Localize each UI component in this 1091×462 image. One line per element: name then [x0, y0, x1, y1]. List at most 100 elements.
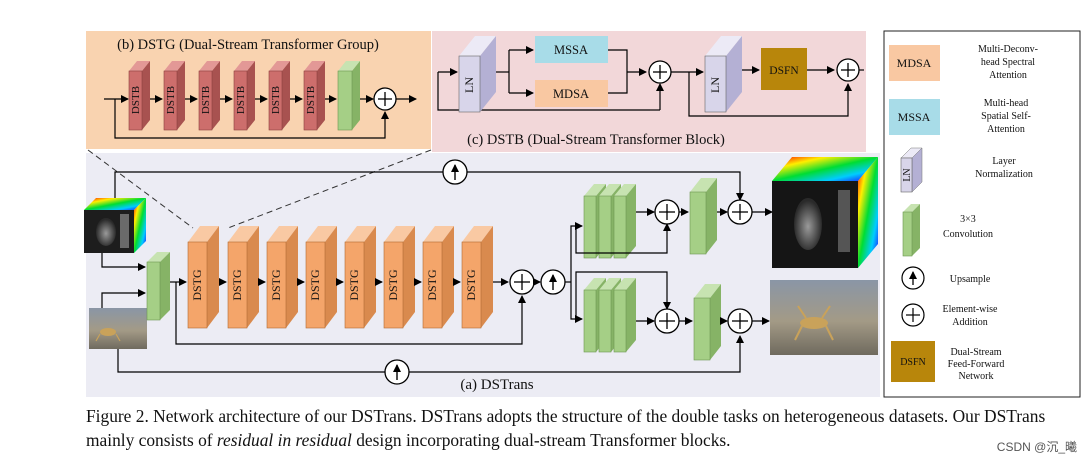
legend-conv: 3×3 Convolution	[902, 204, 993, 257]
dstg-block: DSTG	[344, 226, 376, 329]
rgb-output-image	[770, 280, 878, 355]
add-node	[727, 199, 753, 225]
svg-text:Convolution: Convolution	[943, 229, 993, 240]
dstrans-main: DSTG DSTG DSTG DSTG DSTG	[84, 157, 878, 393]
dstg-block: DSTG	[187, 226, 219, 329]
add-node	[373, 87, 397, 111]
zoom-guide	[87, 149, 194, 229]
svg-text:Addition: Addition	[952, 317, 988, 328]
dstg-block: DSTG	[305, 226, 337, 329]
zoom-guide	[227, 149, 432, 229]
svg-text:LN: LN	[462, 77, 476, 93]
dsfn-block	[761, 48, 807, 90]
legend: MDSA Multi-Deconv- head Spectral Attenti…	[889, 44, 1038, 382]
dstg-block: DSTG	[227, 226, 259, 329]
dstb-panel-title: (c) DSTB (Dual-Stream Transformer Block)	[467, 132, 725, 148]
dstb-block: DSTB	[303, 61, 325, 131]
conv-block	[693, 284, 721, 361]
svg-text:MDSA: MDSA	[553, 87, 589, 101]
dstb-detail: LN MSSA MDSA LN DSFN	[437, 36, 864, 148]
svg-text:DSFN: DSFN	[900, 357, 926, 368]
svg-text:DSTG: DSTG	[190, 269, 204, 301]
svg-text:3×3: 3×3	[960, 214, 976, 225]
svg-text:DSTG: DSTG	[425, 269, 439, 301]
svg-text:DSTG: DSTG	[464, 269, 478, 301]
mdsa-block	[535, 80, 608, 107]
dstg-block: DSTG	[383, 226, 415, 329]
svg-text:Multi-head: Multi-head	[984, 98, 1028, 109]
caption-italic: residual in residual	[216, 430, 352, 450]
svg-text:DSTB: DSTB	[200, 86, 212, 114]
svg-text:LN: LN	[902, 168, 913, 181]
conv-block	[689, 178, 717, 255]
svg-text:MDSA: MDSA	[897, 56, 932, 70]
dstb-block: DSTB	[268, 61, 290, 131]
figure-caption: Figure 2. Network architecture of our DS…	[86, 404, 1076, 452]
svg-text:Layer: Layer	[992, 156, 1016, 167]
legend-mdsa: MDSA Multi-Deconv- head Spectral Attenti…	[889, 44, 1038, 81]
legend-dsfn: DSFN Dual-Stream Feed-Forward Network	[891, 341, 1004, 382]
caption-tail: design incorporating dual-stream Transfo…	[351, 430, 731, 450]
add-node	[654, 199, 680, 225]
mssa-block	[535, 36, 608, 63]
svg-text:head Spectral: head Spectral	[981, 57, 1035, 68]
svg-text:Attention: Attention	[989, 70, 1027, 81]
watermark: CSDN @沉_曦	[996, 440, 1077, 454]
svg-text:Network: Network	[959, 371, 994, 382]
dstb-block: DSTB	[233, 61, 255, 131]
svg-text:DSTB: DSTB	[305, 86, 317, 114]
dstb-block: DSTB	[128, 61, 150, 131]
dstb-block: DSTB	[198, 61, 220, 131]
dstg-block: DSTG	[422, 226, 454, 329]
svg-text:DSTB: DSTB	[235, 86, 247, 114]
ln-block: LN	[458, 36, 496, 113]
add-node	[648, 60, 672, 84]
conv-block	[337, 61, 360, 131]
legend-upsample: Upsample	[901, 266, 991, 290]
svg-text:Element-wise: Element-wise	[943, 304, 999, 315]
svg-text:MSSA: MSSA	[554, 43, 588, 57]
upsample-node	[442, 159, 468, 185]
legend-add: Element-wise Addition	[901, 303, 999, 328]
svg-text:Dual-Stream: Dual-Stream	[950, 347, 1001, 358]
architecture-diagram: DSTB DSTB DSTB DSTB DSTB	[84, 30, 1081, 398]
upsample-node	[540, 269, 566, 295]
legend-mssa: MSSA Multi-head Spatial Self- Attention	[889, 98, 1031, 135]
svg-text:DSTB: DSTB	[130, 86, 142, 114]
svg-text:DSTG: DSTG	[269, 269, 283, 301]
svg-text:Upsample: Upsample	[950, 274, 991, 285]
upsample-node	[384, 359, 410, 385]
conv-stack-hsi	[583, 184, 636, 259]
caption-lead: Figure 2. Network architecture of our DS…	[86, 406, 1046, 450]
ln-block: LN	[704, 36, 742, 113]
svg-text:MSSA: MSSA	[898, 110, 931, 124]
rgb-input-image	[89, 308, 147, 349]
svg-text:DSTB: DSTB	[165, 86, 177, 114]
svg-text:DSTB: DSTB	[270, 86, 282, 114]
svg-text:LN: LN	[708, 77, 722, 93]
svg-text:DSTG: DSTG	[347, 269, 361, 301]
dstg-block: DSTG	[266, 226, 298, 329]
svg-text:DSTG: DSTG	[308, 269, 322, 301]
svg-text:DSTG: DSTG	[230, 269, 244, 301]
svg-text:Spatial Self-: Spatial Self-	[981, 111, 1031, 122]
add-node	[509, 269, 535, 295]
svg-text:Feed-Forward: Feed-Forward	[948, 359, 1005, 370]
add-node	[836, 58, 860, 82]
add-node	[654, 308, 680, 334]
conv-block	[146, 252, 170, 321]
dstg-panel-title: (b) DSTG (Dual-Stream Transformer Group)	[117, 37, 379, 53]
dstrans-panel-title: (a) DSTrans	[460, 377, 533, 393]
svg-text:Normalization: Normalization	[975, 169, 1033, 180]
hsi-output-image	[772, 157, 878, 268]
svg-text:Multi-Deconv-: Multi-Deconv-	[978, 44, 1038, 55]
hsi-input-image	[84, 198, 146, 253]
dstb-block: DSTB	[163, 61, 185, 131]
svg-text:DSTG: DSTG	[386, 269, 400, 301]
legend-ln: LN Layer Normalization	[900, 147, 1033, 193]
dstg-block: DSTG	[461, 226, 493, 329]
svg-text:DSFN: DSFN	[769, 65, 799, 77]
svg-text:Attention: Attention	[987, 124, 1025, 135]
conv-stack-rgb	[583, 278, 636, 353]
